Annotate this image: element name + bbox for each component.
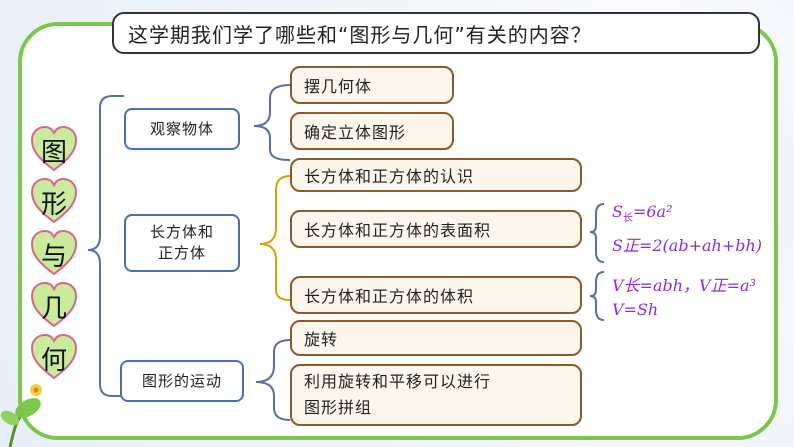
formula-volume-line1: V长=abh，V正=a³ (612, 276, 756, 295)
item-cuboid-volume: 长方体和正方体的体积 (290, 276, 582, 314)
heart-char-5: 何 (30, 334, 78, 380)
item-cuboid-surface-area: 长方体和正方体的表面积 (290, 210, 582, 248)
item-cuboid-recognition: 长方体和正方体的认识 (290, 158, 582, 192)
heart-char-2: 形 (30, 178, 78, 224)
item-determine-solid: 确定立体图形 (290, 112, 454, 150)
formula-volume-line2: V=Sh (612, 300, 659, 319)
heart-char-1: 图 (30, 126, 78, 172)
side-char-4: 几 (40, 294, 67, 324)
formula-area-line2: S正=2(ab+ah+bh) (612, 236, 763, 255)
plant-decoration (0, 384, 42, 447)
category-motion: 图形的运动 (120, 360, 244, 402)
heart-char-4: 几 (30, 282, 78, 328)
formula-area-symbol: S (612, 202, 623, 221)
formula-area-eq: =6a² (632, 202, 673, 221)
side-char-5: 何 (40, 346, 67, 376)
item-tiling-line1: 利用旋转和平移可以进行 (304, 372, 492, 392)
side-char-2: 形 (40, 190, 67, 220)
side-char-3: 与 (40, 242, 67, 272)
item-arrange-solids: 摆几何体 (290, 66, 454, 104)
formula-area-subscript: 长 (622, 213, 633, 225)
item-rotation: 旋转 (290, 320, 582, 356)
heart-char-3: 与 (30, 230, 78, 276)
category-observe: 观察物体 (124, 108, 240, 150)
item-tiling: 利用旋转和平移可以进行 图形拼组 (290, 364, 582, 426)
category-cuboid-line2: 正方体 (157, 244, 206, 262)
page-title: 这学期我们学了哪些和“图形与几何”有关的内容？ (112, 12, 760, 54)
item-tiling-line2: 图形拼组 (304, 398, 373, 417)
formula-area-line1: S长=6a² (612, 202, 673, 224)
side-char-1: 图 (40, 138, 67, 168)
category-cuboid: 长方体和 正方体 (124, 214, 240, 272)
category-cuboid-line1: 长方体和 (149, 223, 214, 241)
